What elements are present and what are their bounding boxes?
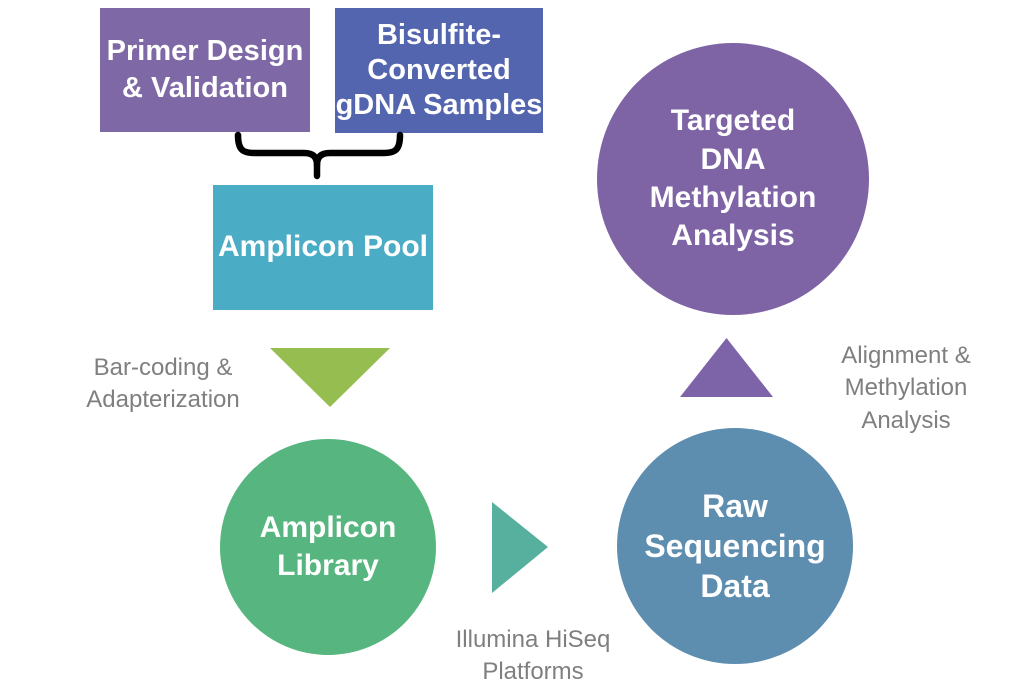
node-bisulfite-gdna: Bisulfite- Converted gDNA Samples <box>335 8 543 133</box>
node-amplicon-pool: Amplicon Pool <box>213 185 433 310</box>
label-alignment-methylation: Alignment & Methylation Analysis <box>841 342 971 434</box>
brace-right-path <box>313 131 404 169</box>
label-barcoding-adapterization: Bar-coding & Adapterization <box>86 354 240 414</box>
node-targeted-dna-methylation: Targeted DNA Methylation Analysis <box>597 43 869 315</box>
node-raw-sequencing-data: Raw Sequencing Data <box>617 428 853 664</box>
brace-icon <box>234 131 404 180</box>
arrow-up-icon <box>680 338 773 397</box>
node-amplicon-library: Amplicon Library <box>220 439 436 655</box>
label-illumina-hiseq: Illumina HiSeq Platforms <box>455 626 611 686</box>
arrow-up-shape <box>680 338 773 397</box>
arrow-down-shape <box>270 348 390 407</box>
arrow-right-shape <box>492 502 548 593</box>
arrow-down-icon <box>270 348 390 407</box>
arrow-right-icon <box>492 502 548 593</box>
brace-left-path <box>234 131 321 180</box>
node-primer-design: Primer Design & Validation <box>100 8 310 132</box>
